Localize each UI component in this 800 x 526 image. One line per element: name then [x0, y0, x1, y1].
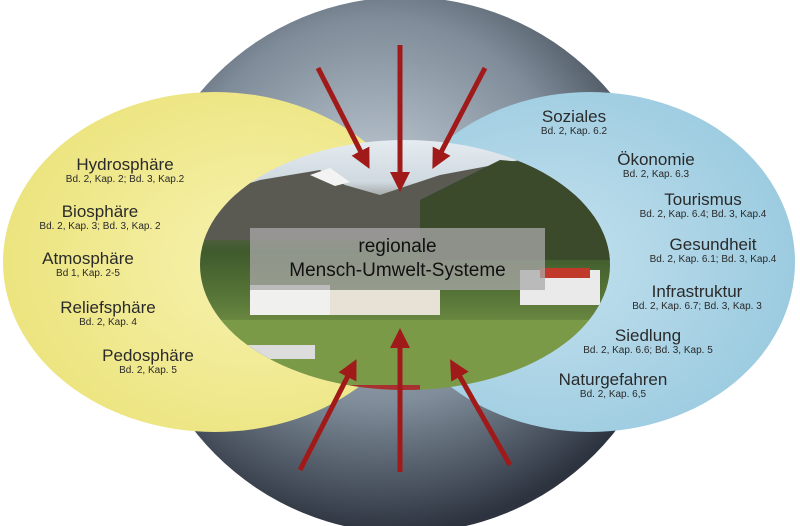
- sphere-ref: Bd. 2, Kap. 6.7; Bd. 3, Kap. 3: [632, 301, 762, 312]
- influence-arrows: [297, 45, 513, 472]
- sphere-title: Naturgefahren: [558, 370, 668, 389]
- sphere-ref: Bd. 2, Kap. 3; Bd. 3, Kap. 2: [39, 221, 161, 232]
- center-label: regionale Mensch-Umwelt-Systeme: [250, 228, 545, 290]
- center-label-line2: Mensch-Umwelt-Systeme: [289, 260, 506, 281]
- arrow-top-right: [432, 66, 488, 169]
- sphere-ref: Bd. 2, Kap. 2; Bd. 3, Kap.2: [65, 174, 185, 185]
- sphere-title: Gesundheit: [669, 235, 757, 254]
- sphere-title: Siedlung: [614, 326, 682, 345]
- sphere-title: Tourismus: [664, 190, 742, 209]
- sphere-ref: Bd 1, Kap. 2-5: [56, 268, 120, 279]
- sphere-title: Ökonomie: [617, 150, 695, 169]
- sphere-title: Soziales: [541, 107, 607, 126]
- sphere-ref: Bd. 2, Kap. 6.4; Bd. 3, Kap.4: [639, 209, 767, 220]
- sphere-ref: Bd. 2, Kap. 6.3: [622, 169, 690, 180]
- sphere-ref: Bd. 2, Kap. 6.6; Bd. 3, Kap. 5: [583, 345, 713, 356]
- sphere-ref: Bd. 2, Kap. 6.1; Bd. 3, Kap.4: [649, 254, 777, 265]
- center-label-line1: regionale: [358, 236, 437, 257]
- sphere-title: Hydrosphäre: [76, 155, 174, 174]
- arrow-top-left: [315, 66, 370, 169]
- sphere-title: Pedosphäre: [102, 346, 194, 365]
- arrow-bottom-left: [297, 359, 357, 472]
- sphere-ref: Bd. 2, Kap. 6.2: [540, 126, 608, 137]
- sphere-ref: Bd. 2, Kap. 4: [79, 317, 137, 328]
- arrow-bottom-right: [450, 359, 513, 467]
- sphere-title: Atmosphäre: [42, 249, 134, 268]
- sphere-title: Infrastruktur: [651, 282, 743, 301]
- sphere-ref: Bd. 2, Kap. 6,5: [579, 389, 647, 400]
- sphere-title: Biosphäre: [61, 202, 139, 221]
- sphere-ref: Bd. 2, Kap. 5: [119, 365, 177, 376]
- sphere-title: Reliefsphäre: [60, 298, 156, 317]
